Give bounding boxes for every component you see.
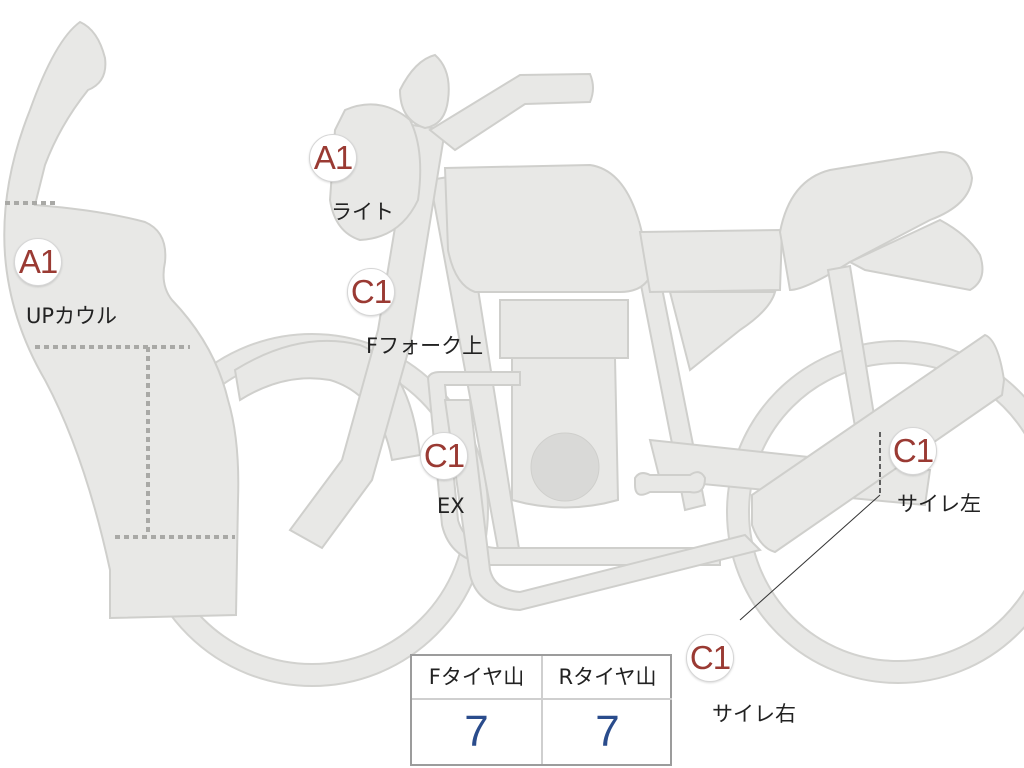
table-divider xyxy=(541,656,543,764)
front-tire-value: 7 xyxy=(464,707,489,756)
muffler xyxy=(751,333,1006,554)
exhaust-pipe-lower xyxy=(443,399,762,612)
grade-marker-light: A1 xyxy=(309,134,357,182)
tail-fender xyxy=(847,218,984,292)
tire-tread-table: Fタイヤ山 7 Rタイヤ山 7 xyxy=(410,654,672,766)
leader-line xyxy=(739,494,881,621)
label-up-cowl: UPカウル xyxy=(26,304,118,328)
label-exhaust: EX xyxy=(437,494,465,518)
side-cover xyxy=(668,291,777,372)
front-tire-column: Fタイヤ山 7 xyxy=(412,656,541,764)
label-light: ライト xyxy=(331,200,394,224)
meter xyxy=(398,53,450,130)
rear-tire-column: Rタイヤ山 7 xyxy=(543,656,672,764)
grade-marker-front-fork-upper: C1 xyxy=(347,268,395,316)
footpeg xyxy=(634,471,707,496)
front-tire-header: Fタイヤ山 xyxy=(412,656,541,700)
rear-tire-header: Rタイヤ山 xyxy=(543,656,672,700)
rear-wheel xyxy=(726,340,1024,684)
seat xyxy=(778,150,974,292)
grade-marker-muffler-left: C1 xyxy=(889,427,937,475)
rear-tire-value: 7 xyxy=(595,707,620,756)
engine-cover xyxy=(530,432,600,502)
grade-marker-muffler-right: C1 xyxy=(686,634,734,682)
side-panel xyxy=(638,228,784,294)
headlight xyxy=(328,103,422,242)
upper-cowl xyxy=(3,20,240,620)
label-muffler-left: サイレ左 xyxy=(897,492,981,516)
engine-top xyxy=(499,299,629,359)
handlebar xyxy=(428,72,594,152)
grade-marker-exhaust: C1 xyxy=(420,432,468,480)
label-muffler-right: サイレ右 xyxy=(712,702,796,726)
front-fork xyxy=(288,123,447,550)
grade-marker-up-cowl: A1 xyxy=(14,238,62,286)
fuel-tank xyxy=(443,163,654,293)
label-front-fork-upper: Fフォーク上 xyxy=(366,334,484,358)
